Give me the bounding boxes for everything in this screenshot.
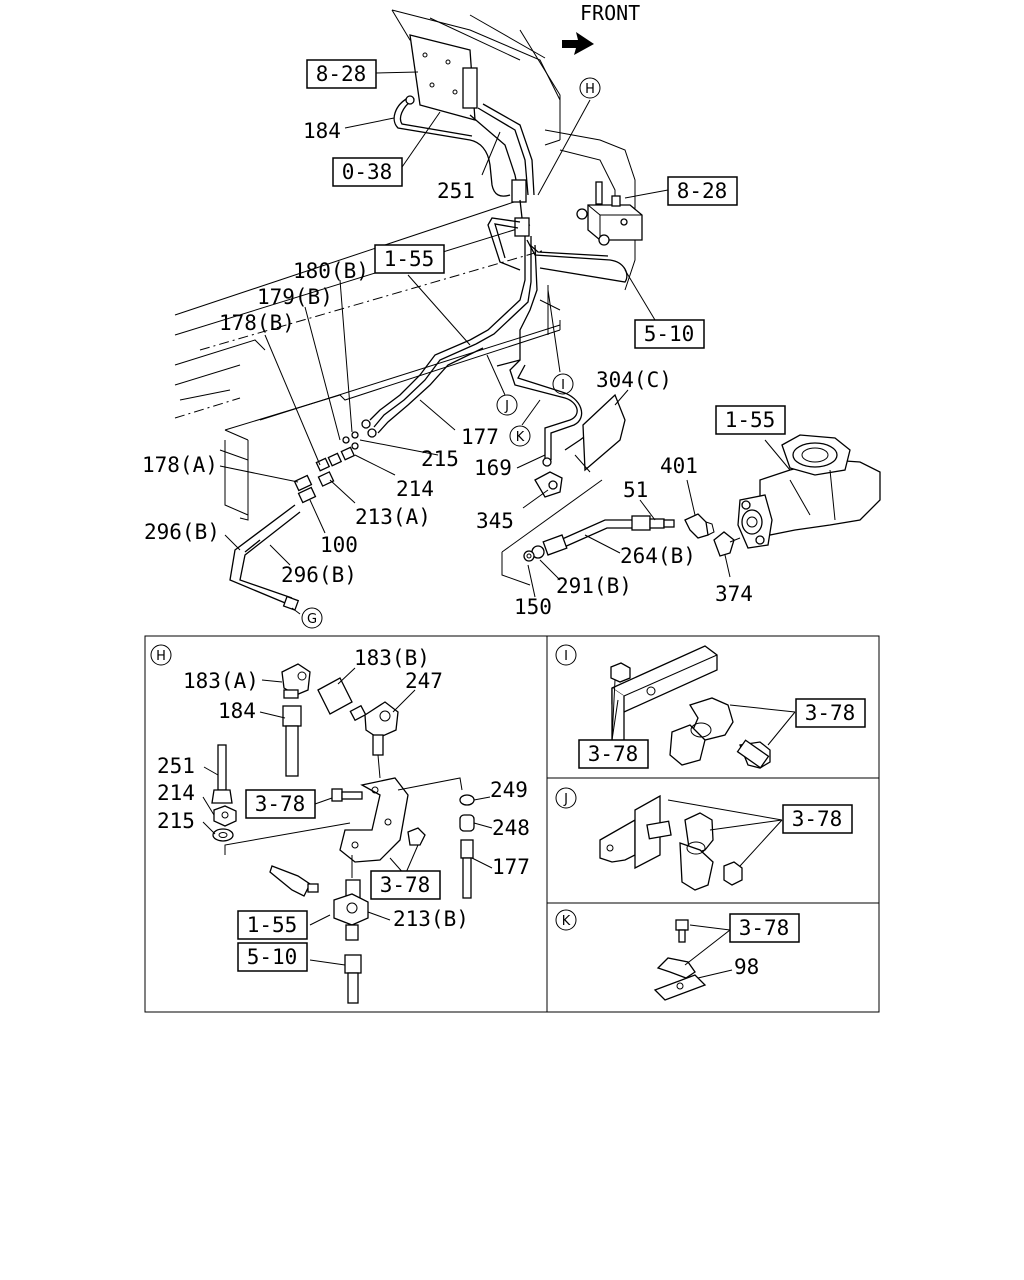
- label-213a: 213(A): [355, 505, 431, 529]
- detail-h: H: [150, 644, 530, 1004]
- detail-i-ref-3-78-a: 3-78: [805, 701, 856, 725]
- label-100: 100: [320, 533, 358, 557]
- detail-h-label-213b: 213(B): [393, 907, 469, 931]
- label-291b: 291(B): [556, 574, 632, 598]
- label-296b-2: 296(B): [281, 563, 357, 587]
- detail-i: I 3-78 3-78: [555, 644, 866, 769]
- valve-mount-plate: [409, 34, 478, 121]
- main-ref-boxes: 8-28 0-38 8-28 1-55 5-10 1-55: [306, 59, 786, 435]
- detail-h-ref-3-78-b: 3-78: [380, 873, 431, 897]
- label-296b-1: 296(B): [144, 520, 220, 544]
- label-214: 214: [396, 477, 434, 501]
- proportioning-valve: [576, 181, 643, 246]
- detail-h-tag: H: [156, 649, 166, 664]
- svg-text:G: G: [307, 612, 317, 627]
- label-251: 251: [437, 179, 475, 203]
- label-304c: 304(C): [596, 368, 672, 392]
- label-178a: 178(A): [142, 453, 218, 477]
- bracket-304c: [582, 393, 626, 472]
- label-169: 169: [474, 456, 512, 480]
- detail-i-ref-3-78-b: 3-78: [588, 742, 639, 766]
- callout-h[interactable]: H: [579, 77, 601, 99]
- label-150: 150: [514, 595, 552, 619]
- callout-markers: H I J K G: [301, 77, 601, 629]
- front-indicator: FRONT: [562, 1, 640, 55]
- master-cylinder: [737, 434, 881, 549]
- detail-h-label-183a: 183(A): [183, 669, 259, 693]
- label-184: 184: [303, 119, 341, 143]
- label-401: 401: [660, 454, 698, 478]
- svg-text:I: I: [561, 378, 565, 393]
- detail-i-tag: I: [564, 649, 568, 664]
- callout-j[interactable]: J: [496, 394, 518, 416]
- callout-g[interactable]: G: [301, 607, 323, 629]
- junction-block: [511, 179, 527, 203]
- detail-h-label-214: 214: [157, 781, 195, 805]
- label-177: 177: [461, 425, 499, 449]
- svg-text:J: J: [504, 399, 509, 414]
- detail-k: K 3-78 98: [555, 909, 800, 1001]
- label-215: 215: [421, 447, 459, 471]
- detail-h-label-247: 247: [405, 669, 443, 693]
- frame-rail: [174, 199, 561, 521]
- ref-1-55-a: 1-55: [384, 247, 435, 271]
- ref-5-10: 5-10: [644, 322, 695, 346]
- label-345: 345: [476, 509, 514, 533]
- ref-1-55-b: 1-55: [725, 408, 776, 432]
- detail-k-ref-3-78: 3-78: [739, 916, 790, 940]
- detail-h-label-184: 184: [218, 699, 256, 723]
- detail-h-label-215: 215: [157, 809, 195, 833]
- front-arrow-icon: [562, 32, 594, 55]
- detail-h-label-177: 177: [492, 855, 530, 879]
- label-264b: 264(B): [620, 544, 696, 568]
- detail-k-label-98: 98: [734, 955, 759, 979]
- main-leader-lines: [219, 71, 791, 615]
- detail-h-ref-1-55: 1-55: [247, 913, 298, 937]
- ref-8-28-a: 8-28: [316, 62, 367, 86]
- detail-h-ref-5-10: 5-10: [247, 945, 298, 969]
- detail-h-label-249: 249: [490, 778, 528, 802]
- svg-text:H: H: [585, 82, 595, 97]
- label-178b: 178(B): [219, 311, 295, 335]
- brake-pipes: [361, 95, 628, 498]
- detail-j-ref-3-78: 3-78: [792, 807, 843, 831]
- callout-k[interactable]: K: [509, 425, 531, 447]
- pipe-264b: [501, 479, 741, 586]
- label-180b: 180(B): [293, 259, 369, 283]
- detail-k-tag: K: [562, 914, 571, 929]
- detail-h-label-248: 248: [492, 816, 530, 840]
- svg-text:K: K: [516, 430, 525, 445]
- detail-frame: [144, 635, 880, 1013]
- detail-panels: [144, 635, 880, 1013]
- front-label: FRONT: [580, 1, 640, 25]
- ref-0-38: 0-38: [342, 160, 393, 184]
- hose-assembly-296b: [229, 431, 359, 611]
- detail-j-tag: J: [563, 792, 568, 807]
- detail-j: J 3-78: [555, 787, 853, 891]
- detail-h-label-251: 251: [157, 754, 195, 778]
- ref-8-28-b: 8-28: [677, 179, 728, 203]
- main-part-labels: 184 251 180(B) 179(B) 178(B) 178(A) 177 …: [142, 119, 753, 619]
- detail-h-ref-3-78-a: 3-78: [255, 792, 306, 816]
- cab-outline: [391, 9, 636, 291]
- label-179b: 179(B): [257, 285, 333, 309]
- label-374: 374: [715, 582, 753, 606]
- detail-h-label-183b: 183(B): [354, 646, 430, 670]
- callout-i[interactable]: I: [552, 373, 574, 395]
- label-51: 51: [623, 478, 648, 502]
